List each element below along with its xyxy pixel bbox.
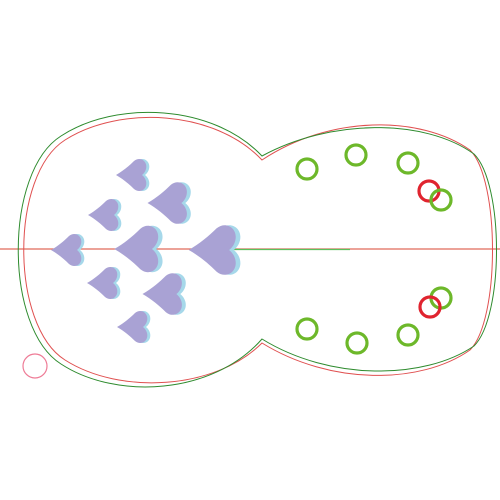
heart-icon bbox=[142, 273, 182, 315]
heart-piece-6[interactable] bbox=[188, 225, 241, 275]
heart-icon bbox=[51, 233, 82, 267]
heart-piece-4[interactable] bbox=[51, 233, 85, 267]
ring-target-3[interactable] bbox=[396, 151, 420, 175]
heart-piece-1[interactable] bbox=[116, 158, 150, 192]
heart-piece-9[interactable] bbox=[117, 310, 151, 344]
corner-marker-ring bbox=[22, 353, 48, 379]
ring-target-5[interactable] bbox=[429, 188, 453, 212]
heart-piece-3[interactable] bbox=[147, 182, 191, 224]
heart-icon bbox=[147, 182, 187, 224]
ring-target-10[interactable] bbox=[295, 317, 319, 341]
ring-target-1[interactable] bbox=[295, 157, 319, 181]
heart-icon bbox=[87, 266, 118, 300]
heart-icon bbox=[188, 225, 236, 275]
heart-icon bbox=[88, 198, 119, 232]
heart-icon bbox=[116, 158, 147, 192]
rings-layer bbox=[295, 143, 453, 355]
ring-target-9[interactable] bbox=[345, 331, 369, 355]
arena-outline-inner bbox=[23, 116, 493, 384]
heart-icon bbox=[114, 225, 159, 273]
ring-target-8[interactable] bbox=[396, 323, 420, 347]
heart-piece-7[interactable] bbox=[87, 266, 121, 300]
hearts-layer bbox=[51, 158, 241, 344]
heart-piece-5[interactable] bbox=[114, 225, 163, 273]
heart-piece-8[interactable] bbox=[142, 273, 186, 315]
arena-outline-outer bbox=[17, 111, 497, 388]
ring-target-2[interactable] bbox=[344, 143, 368, 167]
heart-piece-2[interactable] bbox=[88, 198, 122, 232]
heart-icon bbox=[117, 310, 148, 344]
ring-target-7[interactable] bbox=[418, 295, 442, 319]
